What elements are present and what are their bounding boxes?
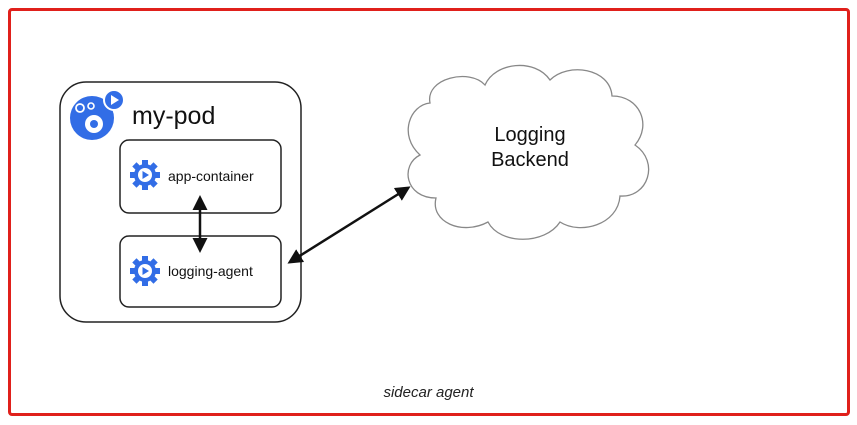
- kubernetes-container-icon: [130, 160, 160, 190]
- logging-backend-cloud: [407, 64, 650, 240]
- app-container-label: app-container: [168, 168, 254, 184]
- logging-agent-label: logging-agent: [168, 263, 253, 279]
- pod-label: my-pod: [132, 102, 215, 130]
- diagram-caption: sidecar agent: [383, 384, 474, 401]
- agent-to-backend-arrow: [287, 186, 411, 264]
- backend-label-line2: Backend: [491, 149, 569, 171]
- kubernetes-container-icon: [130, 256, 160, 286]
- backend-label-line1: Logging: [494, 124, 565, 146]
- kubernetes-pod-icon: [70, 89, 125, 140]
